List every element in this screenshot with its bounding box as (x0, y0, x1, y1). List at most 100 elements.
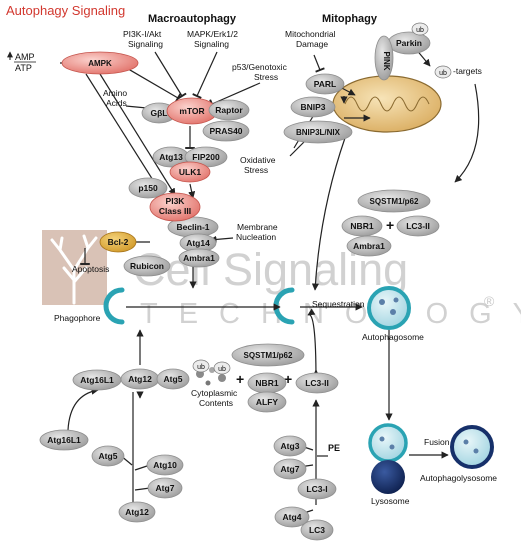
ub-tag-cargo-1: ub (192, 359, 210, 373)
node-label: Rubicon (130, 261, 164, 271)
node-shape (374, 35, 394, 81)
watermark-tree-logo (42, 230, 107, 305)
node-label: Atg12 (125, 507, 149, 517)
phagophore-membrane (103, 287, 125, 325)
node-shape (149, 192, 201, 222)
node-label: BNIP3L/NIX (296, 128, 341, 137)
node-ambra1-top: Ambra1 (178, 248, 220, 268)
node-atg7-right: Atg7 (273, 458, 307, 480)
node-label: SQSTM1/p62 (370, 197, 419, 206)
node-label: PRAS40 (209, 126, 242, 136)
node-label: LC3 (309, 525, 325, 535)
node-label: NBR1 (255, 378, 278, 388)
label-oxidative-line2: Stress (244, 165, 268, 175)
node-shape (297, 478, 337, 500)
node-shape (283, 120, 353, 144)
label-mapk-line2: Signaling (194, 39, 229, 49)
label-atp: ATP (15, 63, 32, 73)
ub-label: ub (439, 70, 447, 77)
node-shape (99, 231, 137, 253)
label-pi3k-line1: PI3K-I/Akt (123, 29, 162, 39)
node-shape (39, 429, 89, 451)
ub-label: ub (218, 366, 226, 373)
header-mitophagy: Mitophagy (322, 13, 378, 25)
node-shape (169, 161, 211, 183)
node-nbr1-mid: NBR1 (247, 372, 287, 394)
node-alfy: ALFY (247, 391, 287, 413)
autophagolysosome (450, 425, 494, 469)
label-amp: AMP (15, 52, 35, 62)
node-label: LC3-I (306, 484, 327, 494)
node-rubicon: Rubicon (123, 255, 171, 277)
label-cytoplasmic-line1: Cytoplasmic (191, 388, 238, 398)
label-p53-line2: Stress (254, 72, 278, 82)
node-label: LC3-II (305, 378, 329, 388)
node-label: NBR1 (350, 221, 373, 231)
node-atg12-row: Atg12 (120, 368, 160, 390)
node-lc3: LC3 (300, 519, 334, 541)
node-shape (147, 477, 183, 499)
node-parkin: Parkin (387, 31, 431, 55)
ub-label: ub (197, 364, 205, 371)
node-shape (231, 343, 305, 367)
ub-tag-cargo-2: ub (213, 361, 231, 375)
node-atg13: Atg13 (152, 146, 190, 168)
node-shape (274, 506, 310, 528)
node-sqstm1-mid: SQSTM1/p62 (231, 343, 305, 367)
node-shape (247, 391, 287, 413)
node-shape (91, 445, 125, 467)
label-autophagolysosome: Autophagolysosome (420, 473, 497, 483)
label-sequestration: Sequestration (312, 299, 365, 309)
label-lysosome: Lysosome (371, 496, 410, 506)
node-label: SQSTM1/p62 (244, 351, 293, 360)
node-shape (123, 255, 171, 277)
label-amino-line1: Amino (103, 88, 127, 98)
node-atg10: Atg10 (146, 454, 184, 476)
node-ulk1: ULK1 (169, 161, 211, 183)
node-label: Atg3 (281, 441, 300, 451)
label-autophagosome: Autophagosome (362, 332, 424, 342)
node-label: Atg13 (159, 152, 183, 162)
label-membrane-line2: Nucleation (236, 232, 276, 242)
node-shape (273, 435, 307, 457)
node-shape (128, 177, 168, 199)
node-label: GβL (151, 108, 168, 118)
node-atg7-left: Atg7 (147, 477, 183, 499)
node-raptor: Raptor (208, 99, 250, 121)
node-label: PINK (382, 51, 391, 70)
node-shape (202, 120, 250, 142)
node-label: Atg5 (164, 374, 183, 384)
label-membrane-line1: Membrane (237, 222, 278, 232)
ub-shape (411, 22, 429, 36)
label-apoptosis: Apoptosis (72, 264, 109, 274)
node-atg5-row: Atg5 (156, 368, 190, 390)
node-atg16l1-low: Atg16L1 (39, 429, 89, 451)
node-label: Atg16L1 (80, 375, 114, 385)
node-p150: p150 (128, 177, 168, 199)
label-p53-line1: p53/Genotoxic (232, 62, 288, 72)
node-lc3ii-mid: LC3-II (295, 372, 339, 394)
node-label: Ambra1 (353, 241, 385, 251)
node-ampk: AMPK (61, 51, 139, 75)
node-label: Atg16L1 (47, 435, 81, 445)
label-pi3k-line2: Signaling (128, 39, 163, 49)
node-parl: PARL (305, 73, 345, 95)
label-pe: PE (328, 443, 340, 453)
label-targets: -targets (453, 66, 482, 76)
node-label: PARL (314, 79, 337, 89)
node-pink: PINK (374, 35, 394, 81)
ub-shape (213, 361, 231, 375)
label-phagophore: Phagophore (54, 313, 101, 323)
node-shape (300, 519, 334, 541)
node-label: AMPK (88, 59, 112, 68)
node-shape (156, 368, 190, 390)
node-shape (118, 501, 156, 523)
node-bnip3: BNIP3 (290, 96, 336, 118)
ub-shape (434, 65, 452, 79)
watermark-registered: ® (484, 293, 495, 309)
node-shape (341, 215, 383, 237)
diagram-title: Autophagy Signaling (6, 3, 125, 18)
